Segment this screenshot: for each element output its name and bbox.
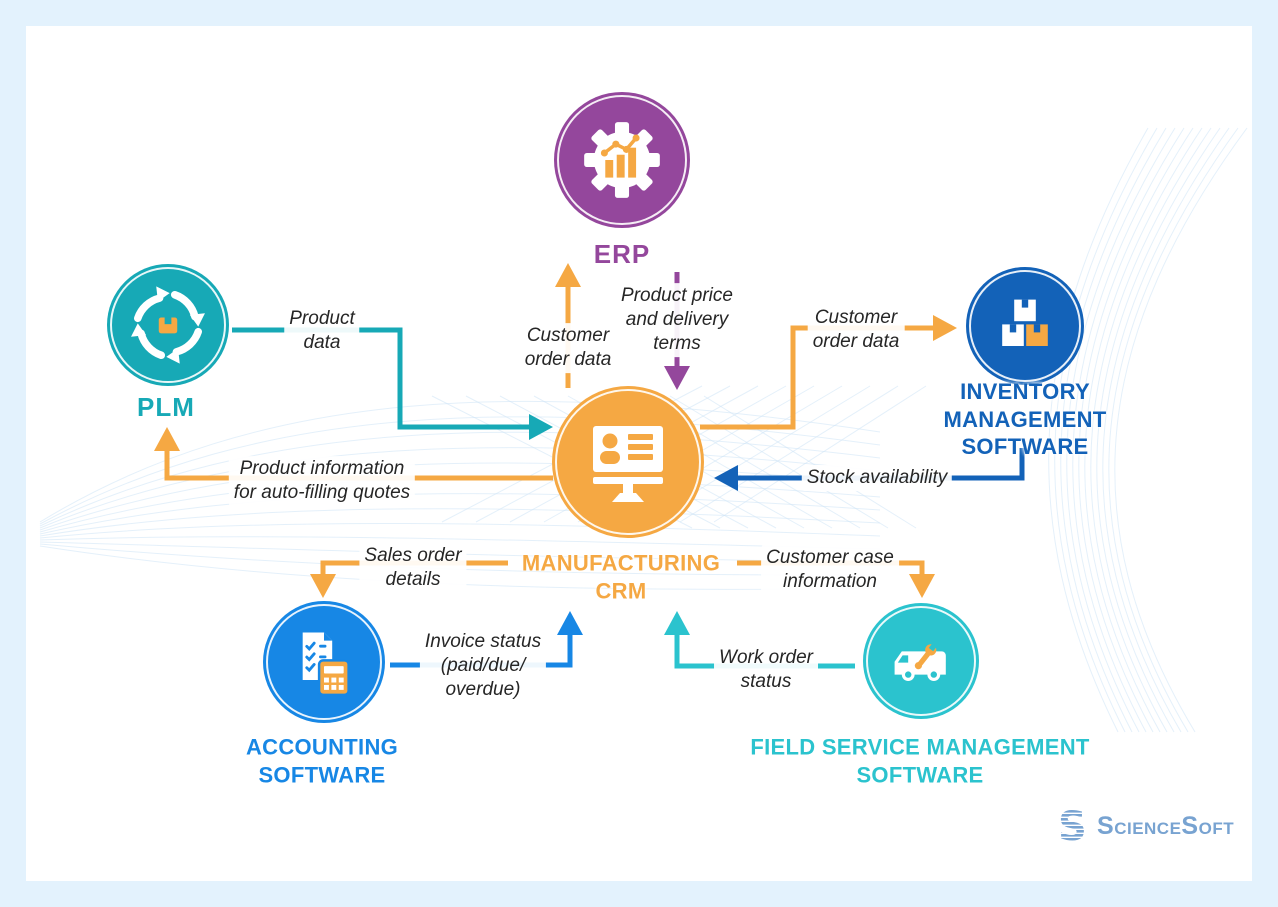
node-label-accounting: ACCOUNTING SOFTWARE (245, 734, 399, 788)
node-label-plm: PLM (137, 391, 195, 422)
node-inventory (966, 267, 1084, 385)
node-label-inventory: INVENTORY MANAGEMENT SOFTWARE (943, 378, 1107, 459)
edge-label-product-information: Product information for auto-filling quo… (228, 456, 416, 506)
edge-label-product-price-terms: Product price and delivery terms (616, 283, 738, 357)
sciencesoft-logo-text: SCIENCESOFT (1097, 811, 1235, 840)
sciencesoft-logo-icon: S (1058, 806, 1087, 846)
edge-crm-to-plm (154, 427, 553, 481)
node-label-erp: ERP (593, 238, 651, 269)
edge-label-work-order-status: Work order status (714, 645, 818, 695)
gear-chart-icon (584, 122, 660, 198)
sciencesoft-logo: S SCIENCESOFT (1056, 806, 1234, 846)
edge-label-customer-order-data-erp: Customer order data (519, 323, 617, 373)
stacked-boxes-icon (1002, 299, 1048, 346)
edge-plm-to-crm (232, 327, 553, 440)
edge-label-customer-case-information: Customer case information (761, 545, 899, 595)
edge-label-stock-availability: Stock availability (801, 465, 953, 491)
edge-label-customer-order-data-inventory: Customer order data (807, 305, 905, 355)
crm-monitor-icon (593, 426, 663, 502)
edge-label-product-data: Product data (284, 306, 360, 356)
edge-label-invoice-status: Invoice status (paid/due/ overdue) (419, 629, 547, 703)
service-van-icon (894, 642, 946, 681)
node-label-field-service: FIELD SERVICE MANAGEMENT SOFTWARE (750, 734, 1090, 788)
invoice-calculator-icon (302, 632, 350, 697)
node-erp (554, 92, 690, 228)
edge-label-sales-order-details: Sales order details (359, 543, 467, 593)
lifecycle-arrows-icon (131, 286, 205, 364)
node-field-service (863, 603, 979, 719)
node-accounting (263, 601, 385, 723)
svg-text:S: S (1058, 806, 1087, 846)
node-label-crm: MANUFACTURING CRM (521, 550, 721, 604)
node-crm (552, 386, 704, 538)
node-plm (107, 264, 229, 386)
